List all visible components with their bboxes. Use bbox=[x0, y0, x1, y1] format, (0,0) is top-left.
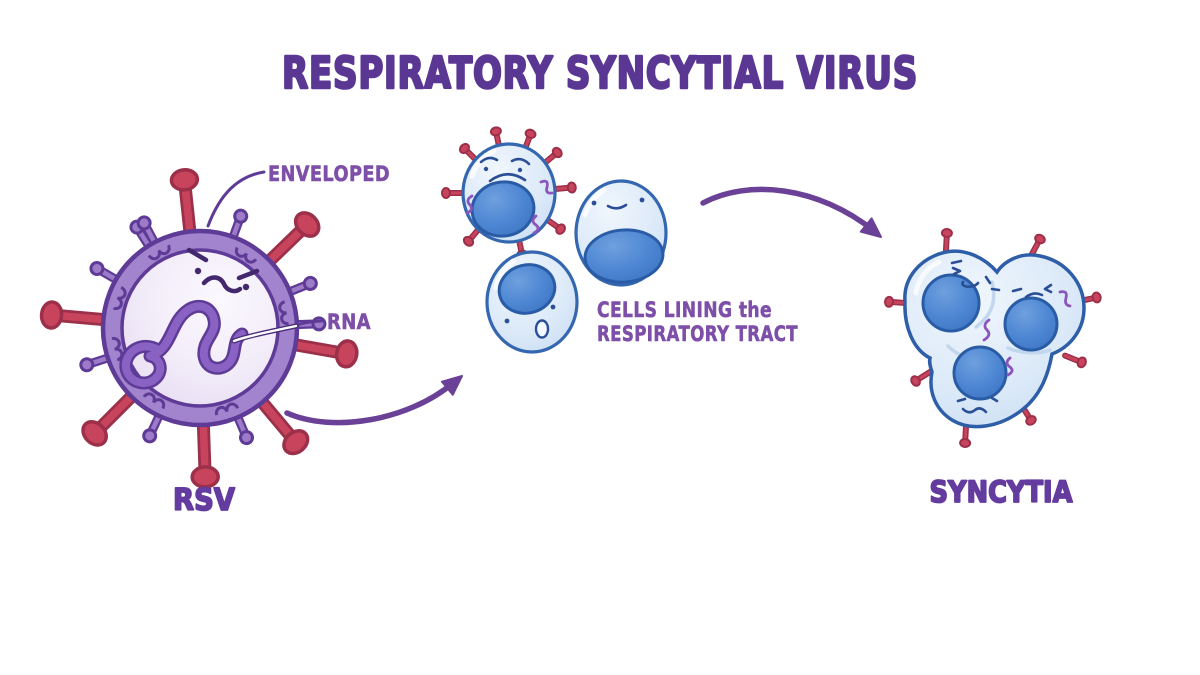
page-title: RESPIRATORY SYNCYTIAL VIRUS bbox=[282, 48, 918, 99]
enveloped-label: ENVELOPED bbox=[268, 162, 390, 187]
rna-label: RNA bbox=[327, 310, 371, 335]
infected-cell-worried-face bbox=[479, 156, 531, 183]
syncytia-nucleus-3 bbox=[952, 345, 1008, 401]
rna-pointer-line bbox=[231, 319, 324, 344]
syncytia-blob bbox=[885, 229, 1102, 447]
syncytia-distressed-faces bbox=[950, 259, 1053, 414]
arrow-rsv-to-cells bbox=[284, 375, 463, 426]
infected-cell-nucleus bbox=[470, 180, 536, 238]
enveloped-pointer-line bbox=[206, 170, 266, 228]
right-cell-smile-face bbox=[591, 197, 645, 210]
rsv-virus bbox=[40, 169, 358, 488]
infected-cell-rna-squiggles bbox=[465, 179, 554, 235]
virus-angry-face bbox=[186, 247, 260, 294]
bottom-cell-nucleus bbox=[497, 263, 557, 315]
bottom-cell-surprised-face bbox=[504, 304, 556, 339]
healthy-cell-right bbox=[574, 179, 668, 287]
virus-rna-squiggle bbox=[119, 299, 249, 390]
infected-cell bbox=[442, 126, 576, 259]
syncytia-rna-squiggles bbox=[982, 290, 1072, 377]
syncytia-nucleus-1 bbox=[921, 273, 981, 333]
syncytia-label: SYNCYTIA bbox=[930, 475, 1073, 509]
cells-label-line1: CELLS LINING the bbox=[597, 298, 772, 323]
right-cell-nucleus bbox=[583, 228, 665, 284]
rsv-label: RSV bbox=[173, 483, 236, 518]
arrow-cells-to-syncytia bbox=[700, 186, 882, 238]
cells-label-line2: RESPIRATORY TRACT bbox=[597, 322, 798, 347]
healthy-cell-bottom bbox=[485, 250, 579, 354]
syncytia-nucleus-2 bbox=[1003, 296, 1059, 352]
